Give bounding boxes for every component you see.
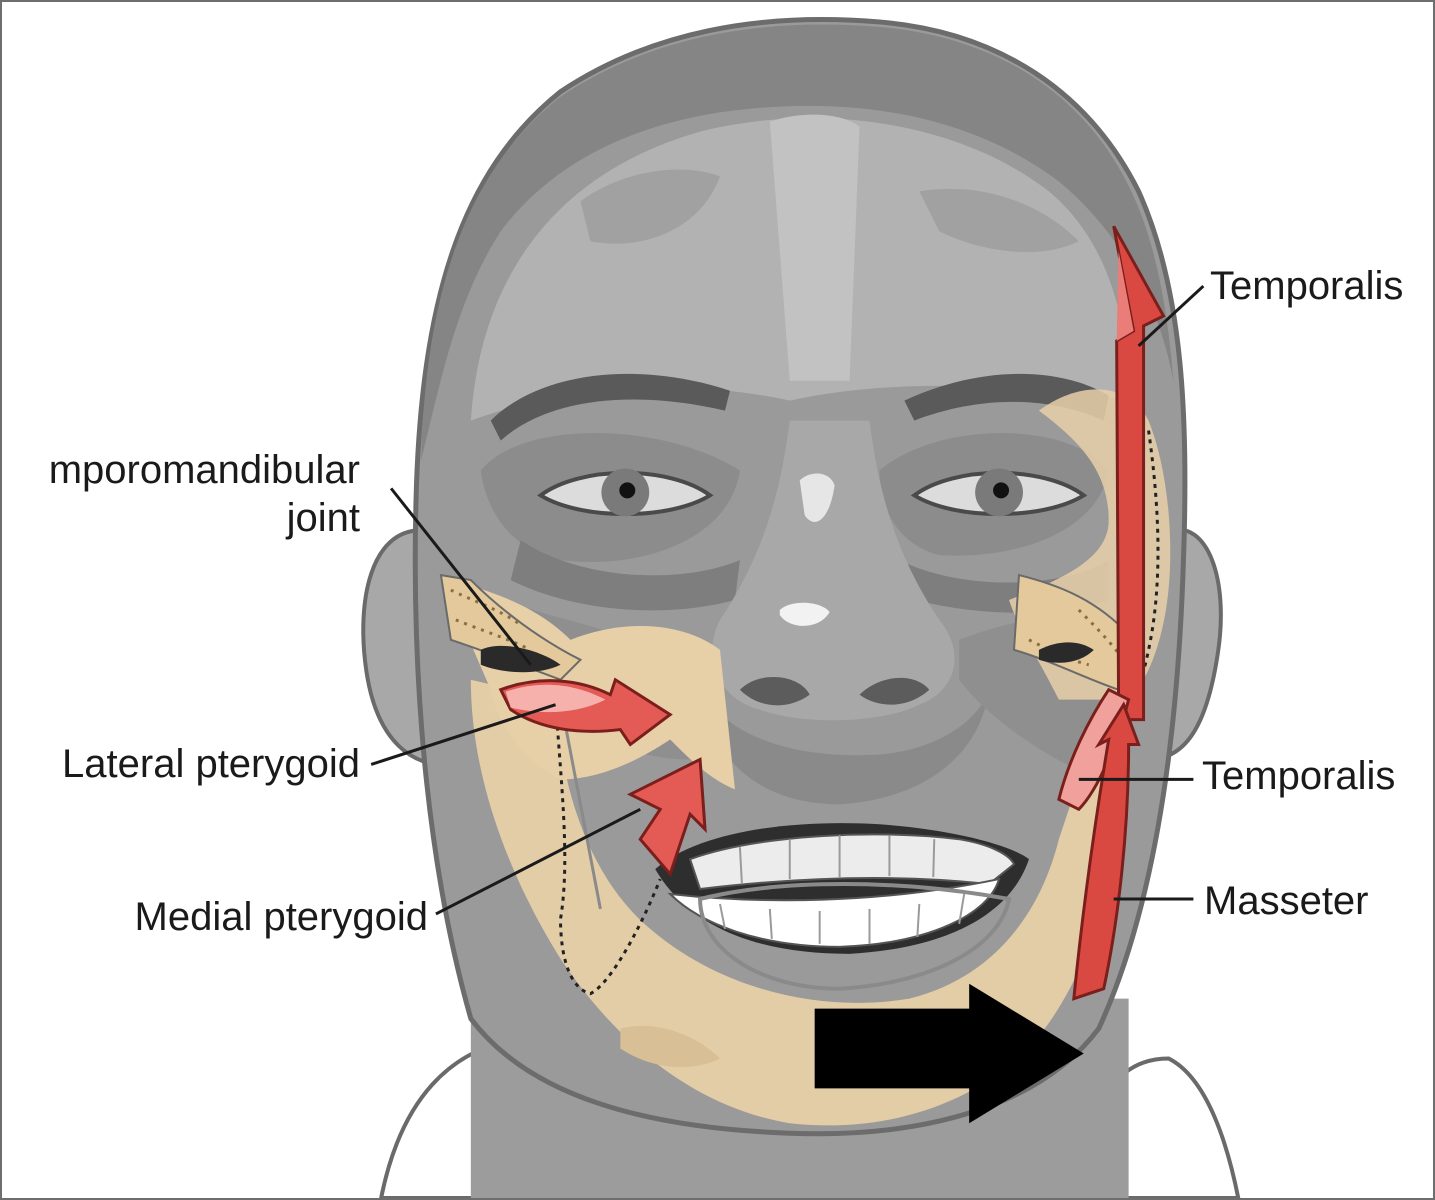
leader-medial-pterygoid (435, 807, 641, 916)
right-tmj-gap (1038, 642, 1094, 663)
right-nostril (859, 677, 930, 705)
right-pupil (993, 482, 1010, 499)
leader-tmj (389, 487, 532, 666)
label-lateral-pterygoid: Lateral pterygoid (62, 742, 360, 786)
nose (712, 420, 955, 721)
arrow-right-icon (814, 983, 1084, 1124)
leader-temporalis-upper (1137, 284, 1205, 347)
left-nostril (739, 677, 810, 706)
hair (420, 24, 1174, 461)
label-temporalis-upper: Temporalis (1210, 264, 1404, 308)
left-ramus-outline (554, 699, 662, 996)
label-masseter: Masseter (1204, 879, 1369, 923)
right-eyebrow (904, 373, 1109, 421)
left-pupil (619, 482, 636, 499)
temporalis-lower-muscle (1057, 687, 1131, 812)
label-tmj-line1: mporomandibular (48, 448, 360, 492)
medial-pterygoid-muscle (626, 757, 707, 878)
leader-lateral-pterygoid (370, 703, 557, 766)
left-eyebrow (490, 373, 730, 441)
left-tmj-gap (480, 645, 561, 673)
label-temporalis-lower: Temporalis (1202, 754, 1396, 798)
label-tmj-line2: joint (286, 496, 360, 540)
label-medial-pterygoid: Medial pterygoid (134, 895, 429, 939)
